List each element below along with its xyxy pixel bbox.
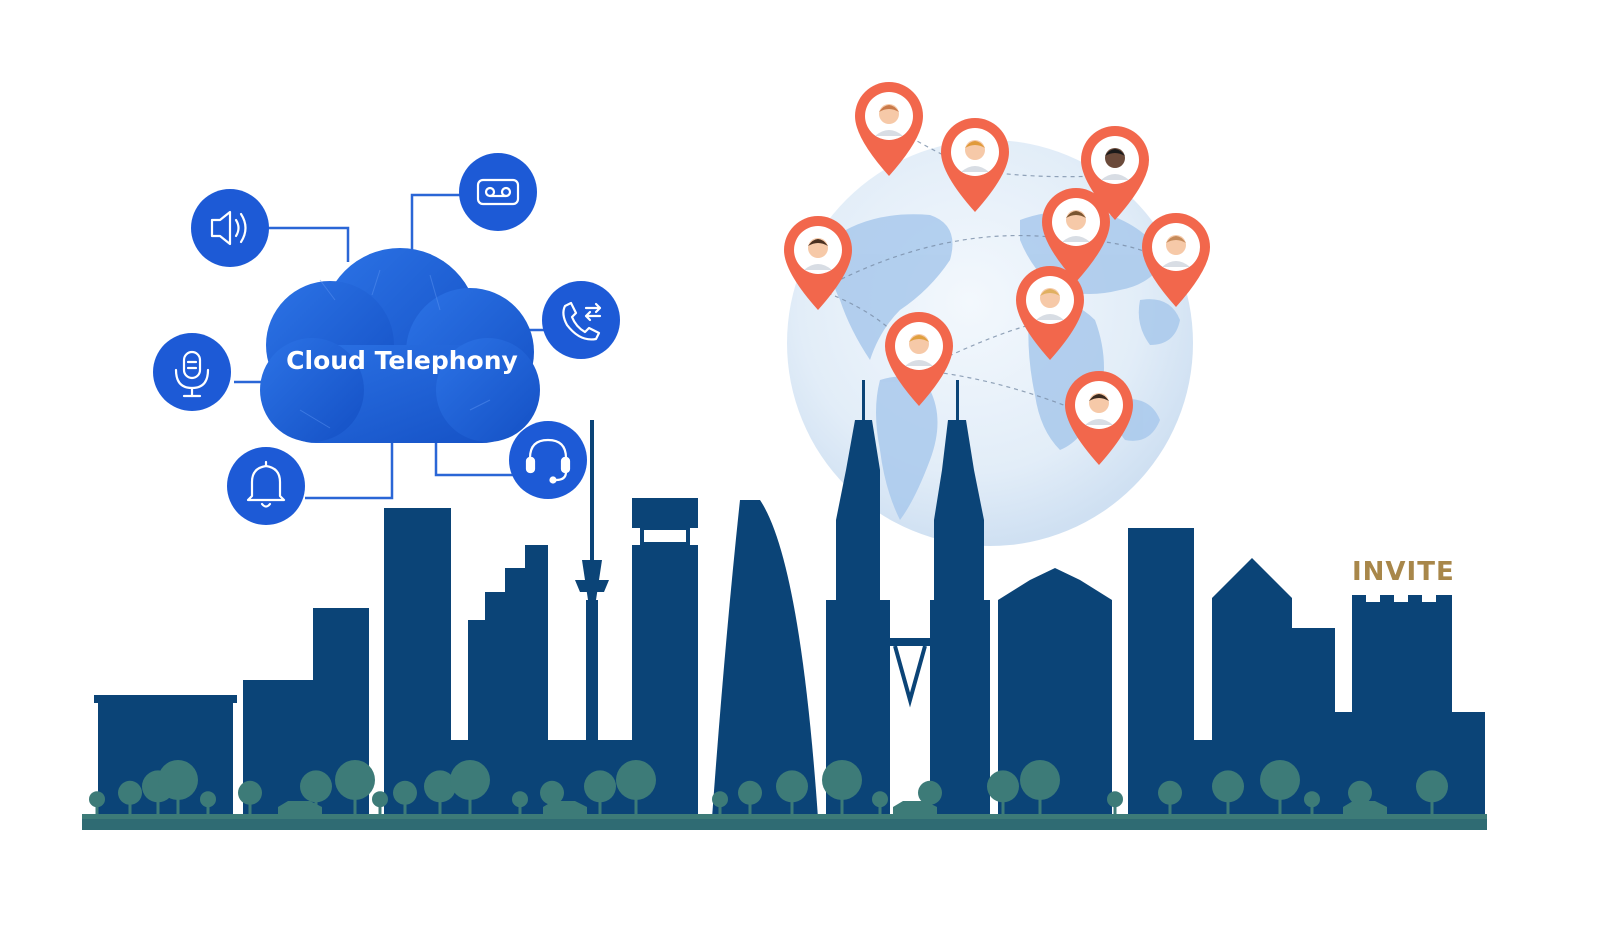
location-pin xyxy=(1065,370,1133,465)
tree xyxy=(158,760,198,814)
avatar xyxy=(1085,393,1113,425)
twin-tower-right xyxy=(930,380,990,818)
building xyxy=(1128,528,1194,818)
tree xyxy=(393,780,417,814)
location-pin xyxy=(855,82,923,176)
tree xyxy=(616,760,656,814)
connector-speaker xyxy=(268,226,350,262)
headset-icon xyxy=(509,421,587,499)
location-pin xyxy=(1016,266,1084,360)
tree xyxy=(1260,760,1300,814)
tree xyxy=(584,770,616,814)
tree xyxy=(822,760,862,814)
location-pin xyxy=(885,312,953,406)
location-pins xyxy=(784,82,1210,465)
location-pin xyxy=(1142,213,1210,307)
curved-tower xyxy=(712,500,818,818)
avatar xyxy=(961,140,989,172)
connector-voicemail xyxy=(410,193,472,258)
tree xyxy=(512,791,528,814)
car xyxy=(278,801,322,814)
car xyxy=(893,801,937,814)
voicemail-icon xyxy=(459,153,537,231)
connector-bell xyxy=(305,440,394,500)
avatar xyxy=(875,104,903,136)
street-trees xyxy=(89,760,1448,814)
cloud-shape: Cloud Telephony xyxy=(260,248,540,443)
tree xyxy=(1212,770,1244,814)
car xyxy=(1343,801,1387,814)
location-pin xyxy=(941,118,1009,212)
tree xyxy=(987,770,1019,814)
avatar xyxy=(1036,288,1064,320)
brand-name: INVITE xyxy=(1352,557,1455,587)
tree xyxy=(1020,760,1060,814)
connector-headset xyxy=(434,440,526,477)
tree xyxy=(238,780,262,814)
building xyxy=(384,508,451,818)
building xyxy=(632,498,698,818)
ground-line xyxy=(82,818,1487,830)
tree xyxy=(872,791,888,814)
avatar xyxy=(1101,148,1129,180)
location-pin xyxy=(1042,188,1110,282)
car xyxy=(543,801,587,814)
call-transfer-icon xyxy=(542,281,620,359)
bell-icon xyxy=(227,447,305,525)
building xyxy=(1212,558,1335,818)
tree xyxy=(450,760,490,814)
building xyxy=(998,568,1112,818)
tree xyxy=(372,791,388,814)
tree xyxy=(335,760,375,814)
tree xyxy=(1107,791,1123,814)
tree xyxy=(424,770,456,814)
microphone-icon xyxy=(153,333,231,411)
location-pin xyxy=(784,216,852,310)
speaker-icon xyxy=(191,189,269,267)
tree xyxy=(200,791,216,814)
tree xyxy=(1304,791,1320,814)
invite-logo: INVITE xyxy=(1352,557,1455,587)
tree xyxy=(776,770,808,814)
tree xyxy=(1416,770,1448,814)
cloud-label: Cloud Telephony xyxy=(286,346,518,375)
avatar xyxy=(804,238,832,270)
tree xyxy=(118,780,142,814)
city-skyline xyxy=(94,380,1485,818)
sky-bridge xyxy=(888,638,934,646)
tree xyxy=(1158,780,1182,814)
cloud-telephony-diagram: Cloud Telephony xyxy=(153,153,620,525)
tree xyxy=(89,791,105,814)
avatar xyxy=(905,334,933,366)
avatar xyxy=(1062,210,1090,242)
tree xyxy=(712,791,728,814)
avatar xyxy=(1162,235,1190,267)
tree xyxy=(738,780,762,814)
